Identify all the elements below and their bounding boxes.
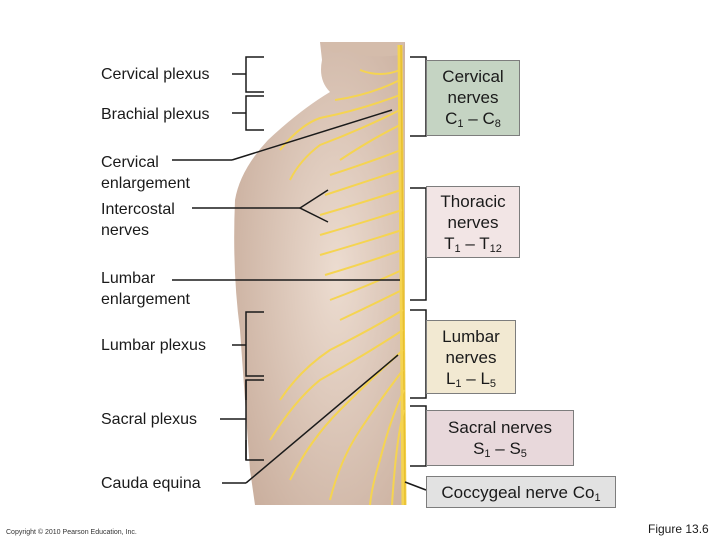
box-sacral-line1: Sacral nerves [448,418,552,437]
box-lumbar-line1: Lumbar [442,327,500,346]
box-thoracic-line1: Thoracic [440,192,506,211]
box-thoracic-nerves: Thoracic nerves T1 – T12 [426,186,520,258]
box-thoracic-line2: nerves [447,213,499,232]
label-brachial-plexus: Brachial plexus [101,106,210,123]
neck-shape [322,42,405,57]
box-lumbar-range: L1 – L5 [445,369,497,390]
label-cervical-enlargement-line2: enlargement [101,175,190,192]
box-cervical-range: C1 – C8 [445,109,501,130]
label-lumbar-enlargement-line1: Lumbar [101,270,156,287]
label-intercostal-line2: nerves [101,222,150,239]
box-coccygeal-label: Coccygeal nerve Co [441,483,595,502]
label-lumbar-enlargement-line2: enlargement [101,291,190,308]
box-lumbar-nerves: Lumbar nerves L1 – L5 [426,320,516,394]
label-lumbar-plexus: Lumbar plexus [101,337,206,354]
box-coccygeal-sub: 1 [594,492,601,504]
box-coccygeal-nerve: Coccygeal nerve Co1 [426,476,616,508]
nerve-branches [269,69,405,506]
box-lumbar-line2: nerves [445,348,497,367]
copyright-text: Copyright © 2010 Pearson Education, Inc. [6,529,137,536]
spinal-cord [397,44,407,506]
label-sacral-plexus: Sacral plexus [101,411,198,428]
box-sacral-range: S1 – S5 [473,439,527,460]
label-cauda-equina: Cauda equina [101,475,201,492]
figure-number: Figure 13.6 [648,522,709,536]
box-cervical-nerves: Cervical nerves C1 – C8 [426,60,520,136]
box-cervical-line1: Cervical [442,67,504,86]
box-sacral-nerves: Sacral nerves S1 – S5 [426,410,574,466]
label-intercostal-line1: Intercostal [101,201,175,218]
label-cervical-plexus: Cervical plexus [101,66,210,83]
label-cervical-enlargement-line1: Cervical [101,154,159,171]
box-cervical-line2: nerves [447,88,499,107]
box-thoracic-range: T1 – T12 [444,234,502,255]
